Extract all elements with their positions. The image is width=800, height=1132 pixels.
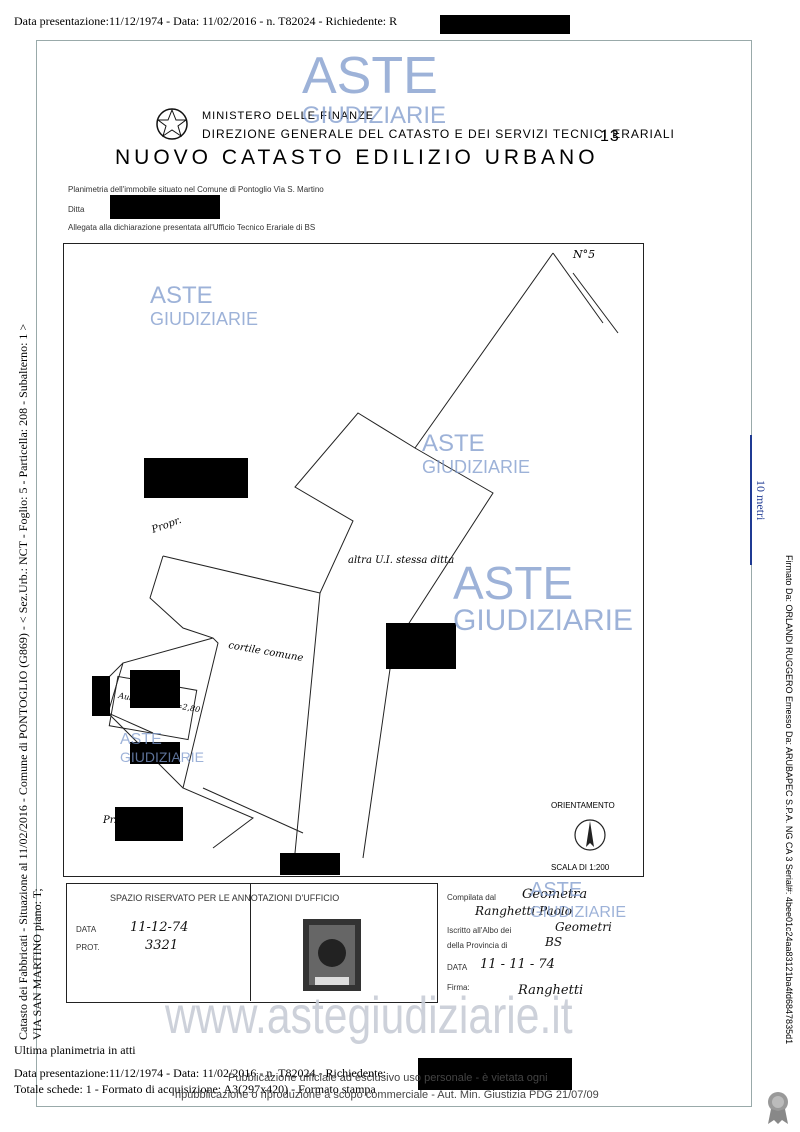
redaction-box: [115, 807, 183, 841]
scale-label: SCALA DI 1:200: [551, 863, 610, 872]
plan-label-n5: N°5: [572, 248, 595, 261]
form-line-ufficio: Allegata alla dichiarazione presentata a…: [68, 223, 316, 232]
footer-ultima: Ultima planimetria in atti: [14, 1043, 136, 1057]
annot-prot-value: 3321: [145, 938, 179, 953]
watermark-giudiziarie: GIUDIZIARIE: [150, 309, 259, 329]
annotations-box: [66, 883, 438, 1003]
annot-data-value: 11-12-74: [130, 920, 189, 935]
annotations-title: SPAZIO RISERVATO PER LE ANNOTAZIONI D'UF…: [110, 893, 340, 903]
compiler-data-label: DATA: [447, 963, 468, 972]
form-line-location: Planimetria dell'immobile situato nel Co…: [68, 185, 324, 194]
redaction-box: [280, 853, 340, 875]
firma-label: Firma:: [447, 983, 470, 992]
certificate-ribbon-icon: [768, 1092, 788, 1124]
annot-divider: [250, 883, 251, 1001]
redaction-box: [130, 670, 180, 708]
albo-value: Geometri: [555, 920, 612, 934]
header-line: Data presentazione:11/12/1974 - Data: 11…: [14, 14, 398, 28]
plan-label-cortile: cortile comune: [227, 640, 304, 664]
left-margin-text2: VIA SAN MARTINO piano: T;: [30, 888, 44, 1040]
orientation-label: ORIENTAMENTO: [551, 801, 615, 810]
document-frame: [36, 40, 752, 1107]
compiler-label: Compilata dal: [447, 893, 496, 902]
left-margin-text: Catasto dei Fabbricati - Situazione al 1…: [16, 323, 30, 1040]
form-line-ditta: Ditta: [68, 205, 85, 214]
compiler-name: Ranghetti Paolo: [475, 904, 572, 918]
right-margin-signature: Firmato Da: ORLANDI RUGGERO Emesso Da: A…: [784, 555, 794, 1045]
watermark-site: www.astegiudiziarie.it: [165, 987, 573, 1045]
ministry-line2: DIREZIONE GENERALE DEL CATASTO E DEI SER…: [202, 127, 675, 141]
annot-prot-label: PROT.: [76, 943, 100, 952]
sheet-number: 13: [600, 128, 620, 145]
watermark-aste: ASTE: [422, 430, 485, 457]
provincia-value: BS: [545, 935, 563, 949]
watermark-aste: ASTE: [120, 731, 162, 748]
compiler-data-value: 11 - 11 - 74: [480, 957, 555, 972]
watermark-aste: ASTE: [530, 879, 583, 901]
notice-line1: Pubblicazione ufficiale ad esclusivo uso…: [228, 1072, 548, 1084]
document-title: NUOVO CATASTO EDILIZIO URBANO: [115, 146, 599, 169]
provincia-label: della Provincia di: [447, 941, 508, 950]
revenue-stamp: [303, 919, 361, 991]
watermark-giudiziarie: GIUDIZIARIE: [302, 102, 447, 129]
compass-icon: [574, 819, 606, 851]
watermark-aste: ASTE: [453, 557, 574, 609]
redaction-box: [92, 676, 110, 716]
signature: Ranghetti: [518, 983, 584, 998]
watermark-giudiziarie: GIUDIZIARIE: [530, 904, 627, 921]
footer-line2: Totale schede: 1 - Formato di acquisizio…: [14, 1082, 376, 1096]
floor-plan-frame: [63, 243, 644, 877]
redaction-box: [144, 458, 248, 498]
albo-label: Iscritto all'Albo dei: [447, 926, 512, 935]
redaction-box: [130, 742, 180, 764]
redaction-box: [440, 15, 570, 34]
scale-bar: [750, 435, 752, 565]
watermark-aste: ASTE: [150, 282, 213, 309]
plan-label-pr: Pr.: [102, 815, 117, 826]
scale-bar-label: 10 metri: [754, 480, 768, 521]
plan-label-altra-ui: altra U.I. stessa ditta: [348, 555, 454, 566]
redaction-box: [386, 623, 456, 669]
compiler-value: Geometra: [522, 887, 588, 902]
footer-line1: Data presentazione:11/12/1974 - Data: 11…: [14, 1066, 387, 1080]
ministry-line1: MINISTERO DELLE FINANZE: [202, 110, 375, 122]
notice-line2: ripubblicazione o riproduzione a scopo c…: [175, 1089, 599, 1101]
watermark-giudiziarie: GIUDIZIARIE: [120, 749, 205, 765]
annot-data-label: DATA: [76, 925, 97, 934]
plan-label-prop: Propr.: [149, 515, 183, 536]
watermark-aste: ASTE: [302, 47, 438, 105]
watermark-giudiziarie: GIUDIZIARIE: [453, 604, 634, 637]
redaction-box: [418, 1058, 572, 1090]
emblem-icon: [156, 108, 188, 140]
watermark-giudiziarie: GIUDIZIARIE: [422, 457, 531, 477]
redaction-box: [110, 195, 220, 219]
